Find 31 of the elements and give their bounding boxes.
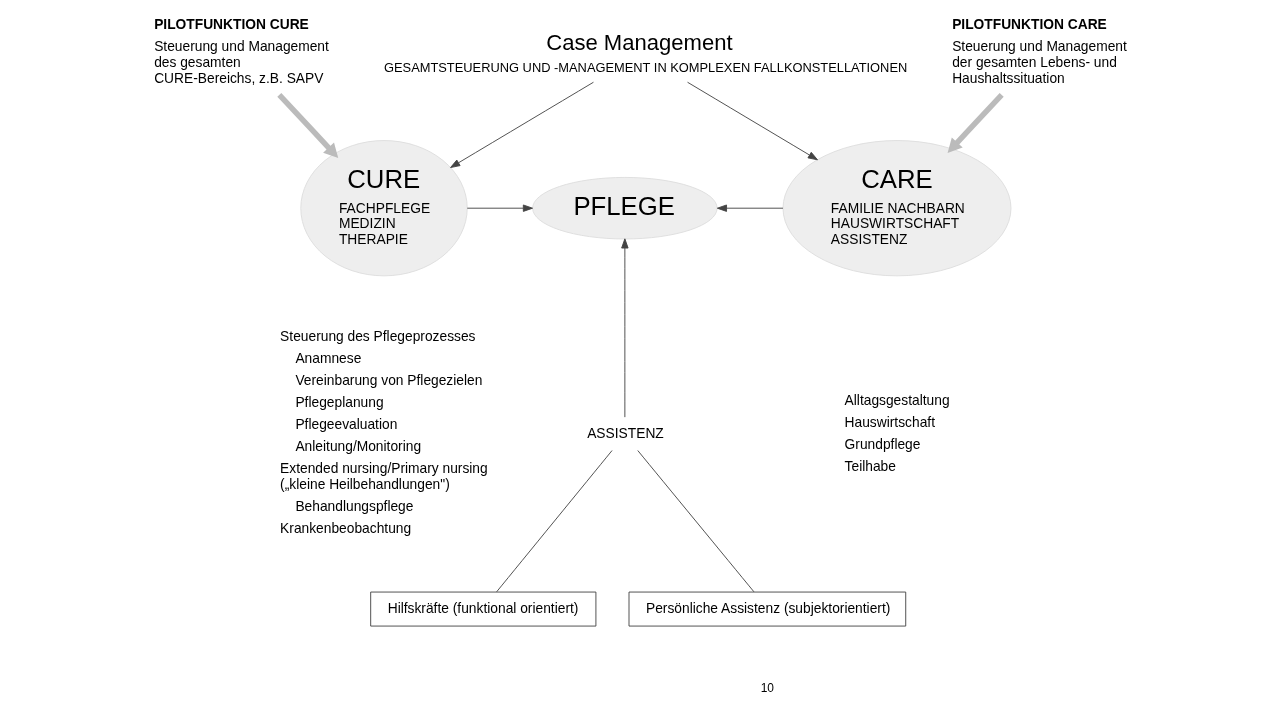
node-ellipse: CARE FAMILIE NACHBARN HAUSWIRTSCHAFT ASSISTENZ: [782, 140, 1012, 277]
label: Grundpflege: [844, 436, 921, 452]
label: 10: [760, 680, 775, 695]
label: Steuerung des Pflegeprozesses: [280, 329, 476, 345]
label: Pflegeevaluation: [295, 417, 398, 433]
label: Alltagsgestaltung: [844, 392, 950, 408]
arrow: [450, 81, 594, 168]
label: Behandlungspflege: [295, 499, 414, 515]
label: Anamnese: [295, 351, 362, 367]
arrow: [947, 92, 1004, 153]
label: Teilhabe: [844, 458, 896, 474]
node-ellipse: PFLEGE: [532, 176, 718, 240]
node-text: Case Management GESAMTSTEUERUNG UND -MANAGEMENT IN KOMPLEXEN FALLKONSTELLATIONEN: [384, 29, 908, 75]
connector: [637, 450, 755, 593]
node-text: PILOTFUNKTION CARE Steuerung und Management der gesamten Lebens- und Haushaltssituation: [952, 17, 1127, 86]
label: Krankenbeobachtung: [280, 521, 412, 537]
node-box: Persönliche Assistenz (subjektorientiert): [628, 591, 907, 627]
node-text: ASSISTENZ: [587, 425, 664, 441]
arrow: [716, 204, 784, 212]
arrow: [687, 81, 818, 161]
label: Hauswirtschaft: [844, 414, 935, 430]
node-text: PILOTFUNKTION CURE Steuerung und Management des gesamten CURE-Bereichs, z.B. SAPV: [154, 17, 329, 86]
node-box: Hilfskräfte (funktional orientiert): [370, 591, 597, 627]
arrow: [466, 204, 533, 212]
connector: [496, 450, 613, 593]
label: Extended nursing/Primary nursing („kleine Heilbehandlungen"): [280, 461, 488, 493]
label: Pflegeplanung: [295, 395, 384, 411]
label: Anleitung/Monitoring: [295, 439, 422, 455]
arrow: [277, 92, 339, 159]
arrow: [621, 238, 629, 418]
label: Vereinbarung von Pflegezielen: [295, 373, 483, 389]
